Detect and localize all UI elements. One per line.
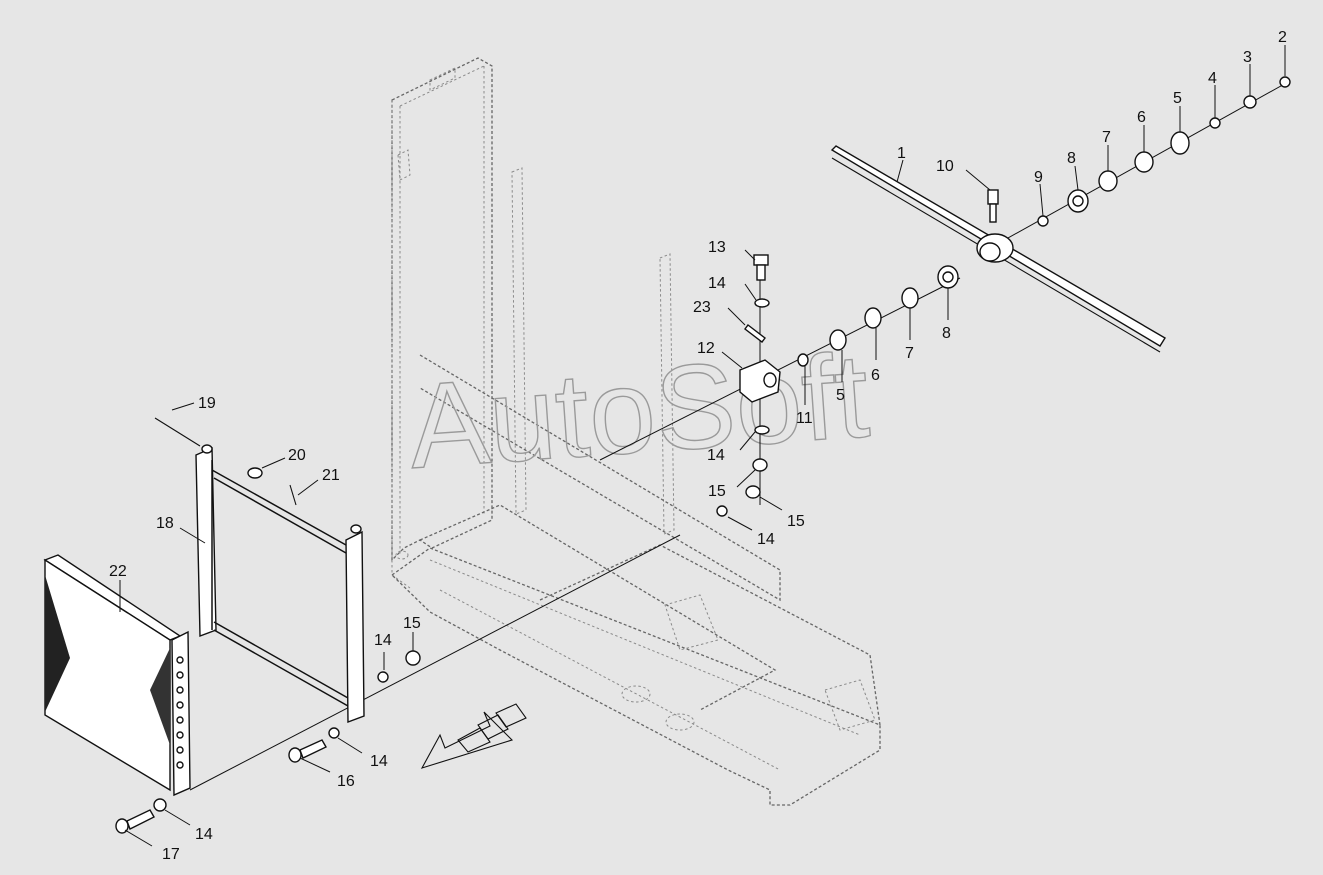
- callout-14f: 14: [195, 826, 213, 843]
- callout-19: 19: [198, 395, 216, 412]
- part-19-rod: [154, 417, 201, 447]
- callout-14e: 14: [370, 753, 388, 770]
- callout-6a: 6: [1137, 109, 1146, 126]
- radiator-tubes: [176, 656, 184, 769]
- part-16-bolt: [288, 739, 327, 763]
- callout-17: 17: [162, 846, 180, 863]
- callout-5a: 5: [1173, 90, 1182, 107]
- callout-7a: 7: [1102, 129, 1111, 146]
- callout-16: 16: [337, 773, 355, 790]
- callout-14c: 14: [757, 531, 775, 548]
- part-1-lever: [830, 145, 1166, 353]
- callout-9: 9: [1034, 169, 1043, 186]
- part-13-bolt: [753, 254, 769, 281]
- part-10-grease-nipple: [987, 189, 999, 223]
- part-12-bracket: [739, 359, 781, 403]
- part-18-radiator-frame: [195, 444, 365, 724]
- callout-15a: 15: [708, 483, 726, 500]
- callout-1: 1: [897, 145, 906, 162]
- part-15-nuts-upper: [716, 458, 768, 517]
- callout-21: 21: [322, 467, 340, 484]
- watermark: AutoSoft: [404, 328, 873, 494]
- part-14-washers-lower: [153, 671, 389, 812]
- callout-3: 3: [1243, 49, 1252, 66]
- callout-8a: 8: [1067, 150, 1076, 167]
- callout-14b: 14: [707, 447, 725, 464]
- part-17-bolt: [115, 809, 155, 834]
- callout-labels: 1 2 3 4 5 6 7 8 9 10 8 7 6 5 11 12 13 14…: [109, 29, 1287, 863]
- callout-12: 12: [697, 340, 715, 357]
- callout-10: 10: [936, 158, 954, 175]
- callout-11: 11: [796, 410, 813, 427]
- callout-8b: 8: [942, 325, 951, 342]
- callout-15b: 15: [787, 513, 805, 530]
- callout-20: 20: [288, 447, 306, 464]
- callout-14d: 14: [374, 632, 392, 649]
- callout-5b: 5: [836, 387, 845, 404]
- part-21-pin: [289, 484, 297, 506]
- callout-6b: 6: [871, 367, 880, 384]
- callout-22: 22: [109, 563, 127, 580]
- lower-bearing-stack: [797, 265, 959, 367]
- part-14-washers-upper: [754, 298, 770, 435]
- upper-bearing-stack: [1037, 76, 1291, 227]
- callout-15c: 15: [403, 615, 421, 632]
- callout-13: 13: [708, 239, 726, 256]
- vehicle-frame: [390, 57, 881, 806]
- callout-7b: 7: [905, 345, 914, 362]
- part-15-nut-lower: [405, 650, 421, 666]
- part-20-washer: [247, 467, 263, 479]
- callout-14a: 14: [708, 275, 726, 292]
- callout-18: 18: [156, 515, 174, 532]
- callout-4: 4: [1208, 70, 1217, 87]
- callout-2: 2: [1278, 29, 1287, 46]
- part-23-pin: [744, 324, 766, 343]
- callout-23: 23: [693, 299, 711, 316]
- direction-arrow-icon: [420, 703, 527, 769]
- part-22-radiator-core: [43, 554, 191, 797]
- callout-leaders: [119, 45, 1286, 847]
